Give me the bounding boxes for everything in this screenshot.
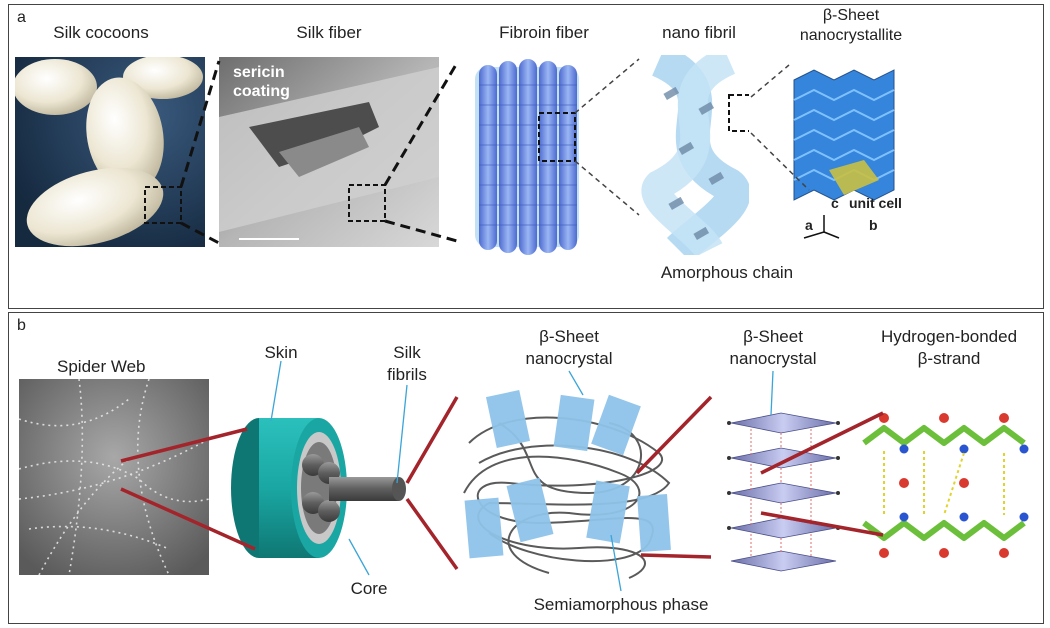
skin-label: Skin bbox=[264, 343, 298, 362]
axis-b-label: b bbox=[869, 217, 878, 233]
silk-fiber-cylinder-illustration bbox=[219, 403, 429, 573]
silk-cocoons-image bbox=[15, 57, 205, 247]
nano-fibril-illustration bbox=[639, 55, 749, 255]
panel-label-a: a bbox=[17, 9, 26, 26]
fibroin-fiber-label: Fibroin fiber bbox=[499, 23, 589, 42]
panel-label-b: b bbox=[17, 317, 26, 334]
beta-sheet-label-line1: β-Sheet bbox=[822, 7, 880, 24]
axis-a-label: a bbox=[805, 217, 813, 233]
silk-fibrils-label-line2: fibrils bbox=[387, 365, 427, 384]
hydrogen-bonded-label-line1: Hydrogen-bonded bbox=[880, 327, 1018, 346]
nanocrystal-label-2-line2: nanocrystal bbox=[729, 349, 817, 368]
core-label: Core bbox=[350, 579, 388, 598]
nanocrystal-label-2-line1: β-Sheet bbox=[743, 327, 803, 346]
silk-cocoons-label: Silk cocoons bbox=[53, 23, 149, 42]
semiamorphous-phase-label: Semiamorphous phase bbox=[533, 595, 709, 614]
axis-c-label: c bbox=[831, 195, 839, 211]
hydrogen-bonded-beta-strand-illustration bbox=[859, 413, 1034, 563]
amorphous-chain-label: Amorphous chain bbox=[660, 263, 794, 282]
sericin-coating-label: sericin coating bbox=[233, 64, 290, 100]
unit-cell-label: unit cell bbox=[849, 195, 902, 211]
fibroin-fiber-illustration bbox=[469, 55, 589, 260]
nanocrystal-label-1-line2: nanocrystal bbox=[525, 349, 613, 368]
semiamorphous-phase-illustration bbox=[449, 383, 684, 583]
nano-fibril-label: nano fibril bbox=[662, 23, 736, 42]
beta-sheet-label-line2: nanocrystallite bbox=[799, 27, 903, 44]
silk-fibrils-label-line1: Silk bbox=[393, 343, 421, 362]
spider-web-image bbox=[19, 379, 209, 575]
nanocrystal-label-1-line1: β-Sheet bbox=[539, 327, 599, 346]
beta-sheet-nanocrystal-stack-illustration bbox=[721, 403, 851, 573]
spider-web-label: Spider Web bbox=[57, 357, 146, 376]
panel-a: a Silk cocoons bbox=[8, 4, 1044, 309]
panel-b: b Spider Web bbox=[8, 312, 1044, 624]
silk-fiber-label: Silk fiber bbox=[296, 23, 362, 42]
hydrogen-bonded-label-line2: β-strand bbox=[917, 349, 981, 368]
beta-sheet-nanocrystallite-illustration bbox=[784, 60, 914, 240]
